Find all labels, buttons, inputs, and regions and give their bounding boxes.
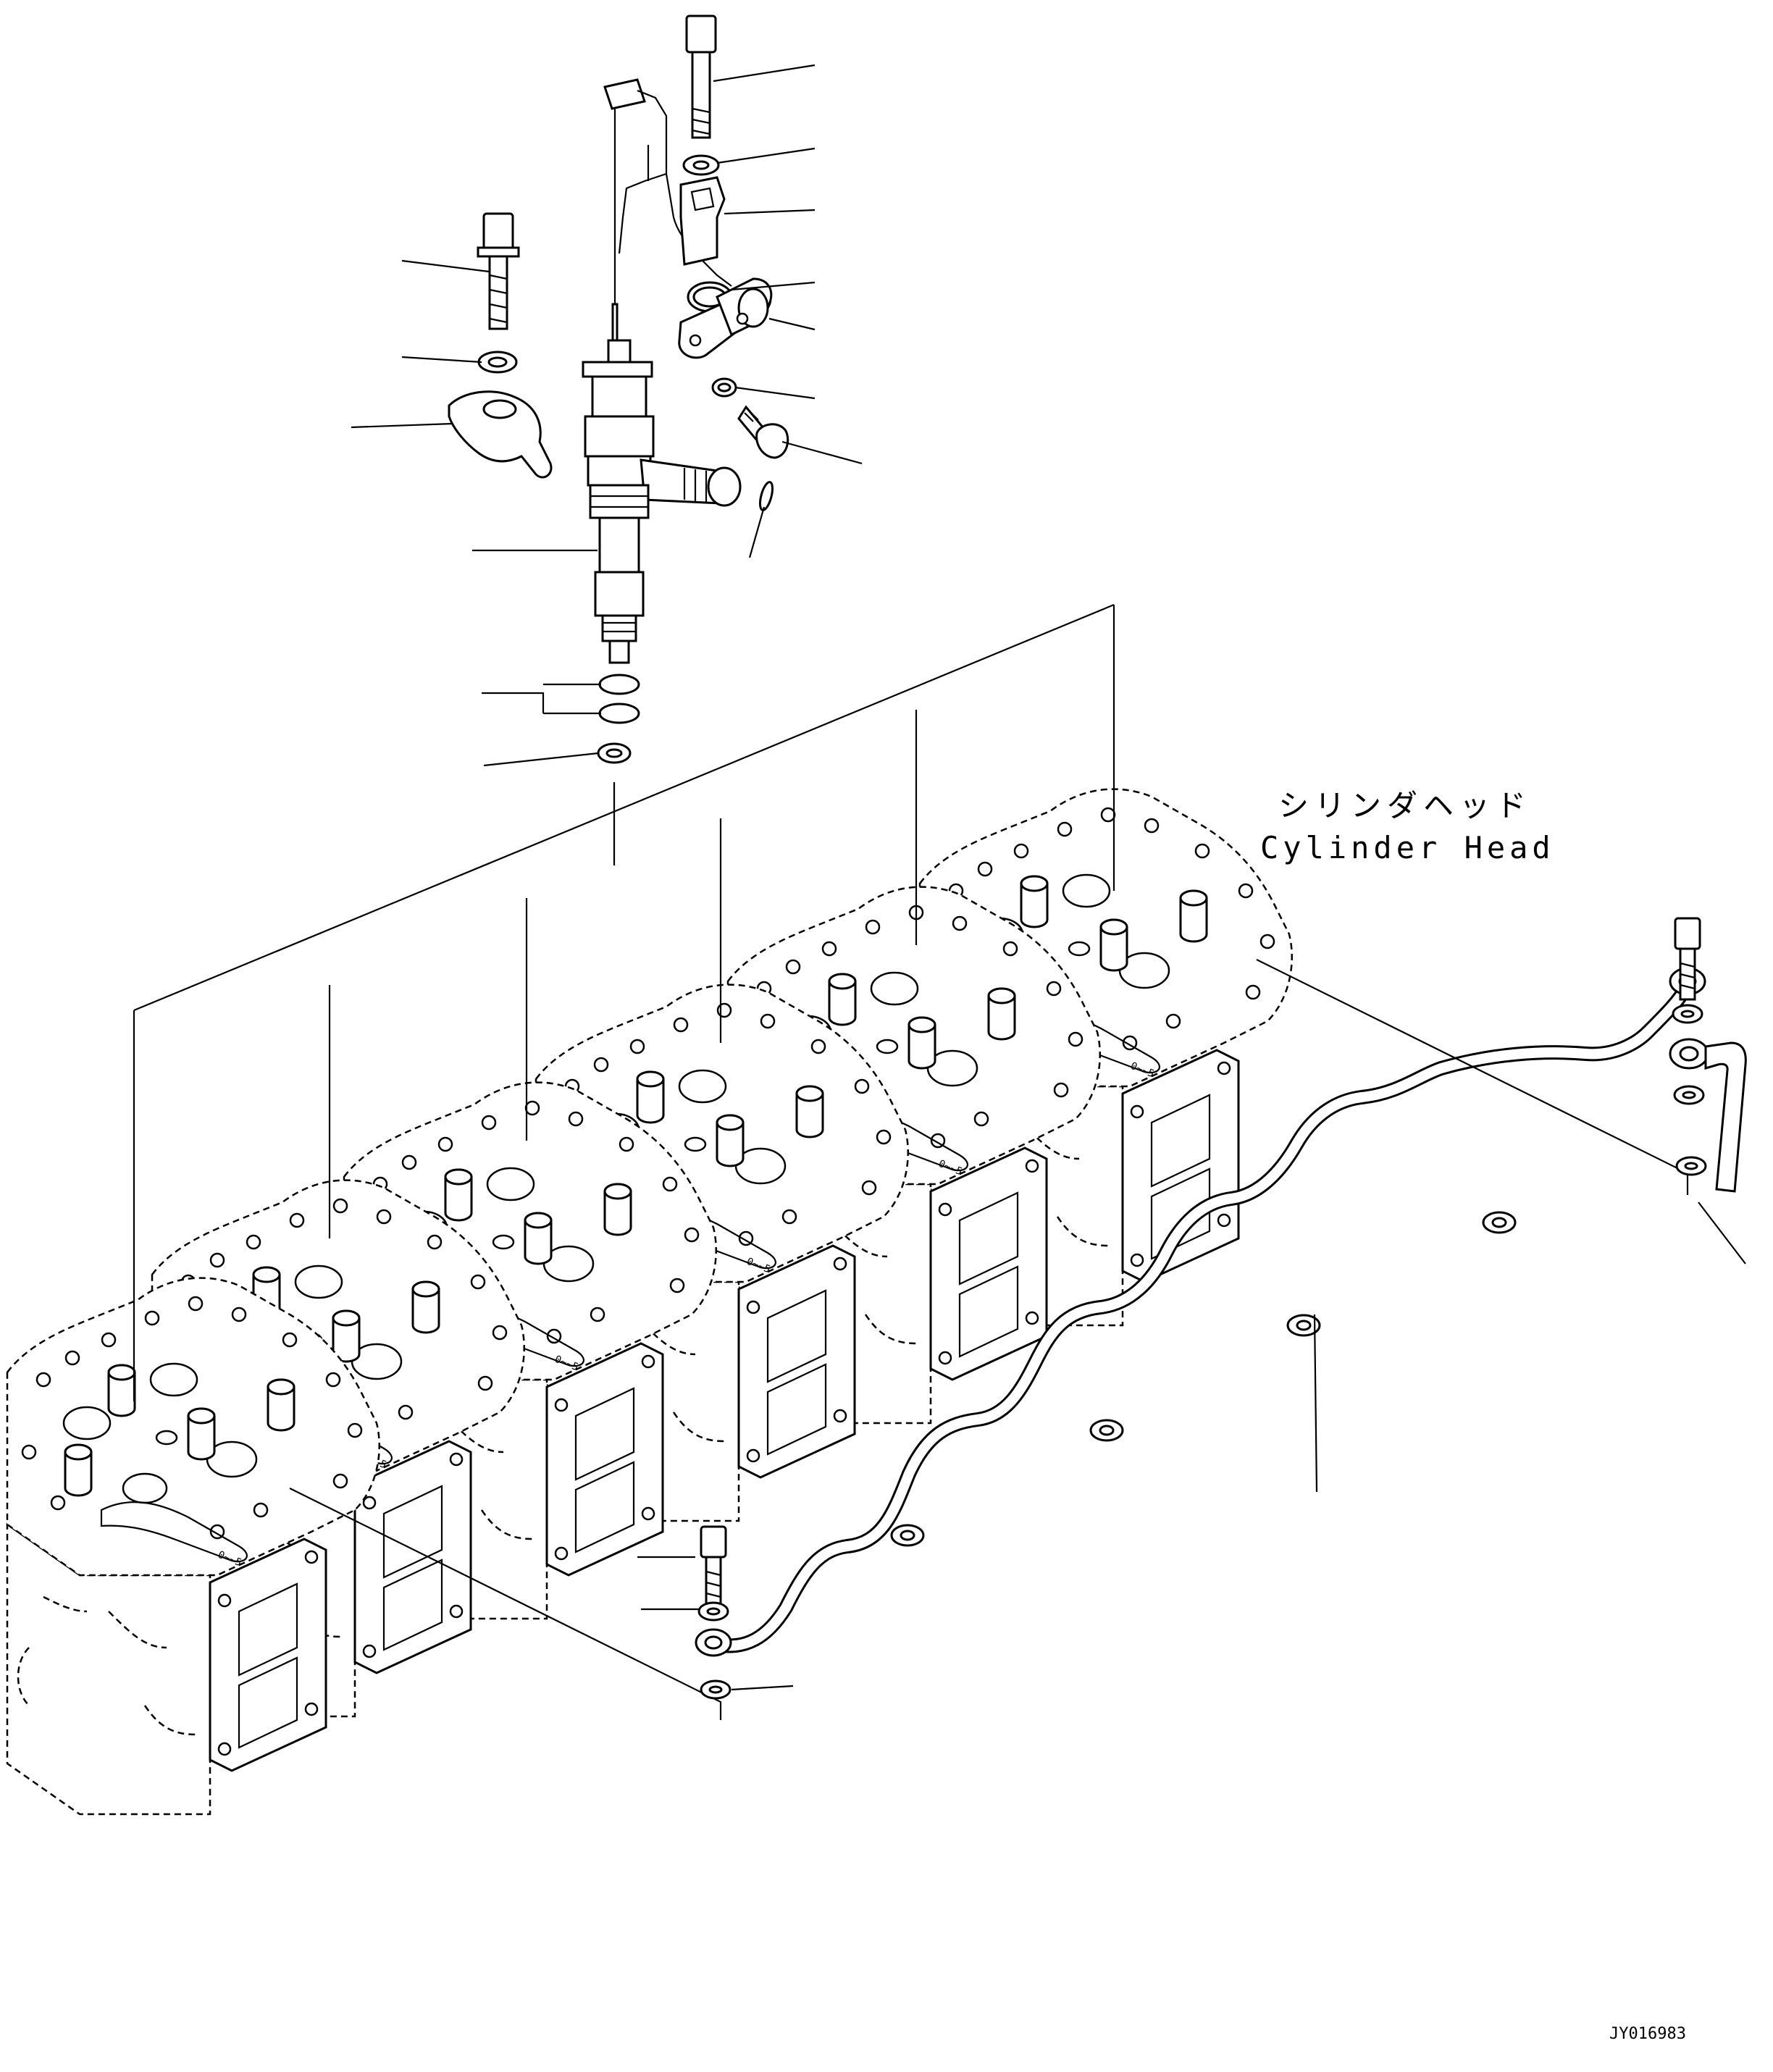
rail-joint-2: [1089, 1419, 1124, 1442]
return-hose: [1669, 1038, 1747, 1193]
clamp-bolt: [477, 212, 520, 330]
connector-washer: [682, 154, 720, 176]
nozzle-gasket: [597, 742, 632, 764]
injector-clamp: [448, 390, 553, 479]
connector-gasket: [711, 377, 737, 398]
rail-washer-right-2: [1673, 1085, 1705, 1105]
injector-assembly: [448, 14, 789, 764]
connector-bolt: [685, 14, 717, 139]
connector-mounting-bolt: [737, 405, 789, 459]
nozzle-o-rings: [598, 674, 640, 724]
drawing-id: JY016983: [1609, 2025, 1686, 2043]
fuel-return-rail: [695, 967, 1706, 1657]
rail-washer-right-3: [1675, 1156, 1707, 1176]
rail-washer-left-top: [697, 1601, 729, 1622]
rail-bolt-right: [1674, 917, 1701, 1001]
clamp-washer: [477, 351, 518, 374]
rail-joint-3: [1286, 1314, 1321, 1337]
small-o-ring: [758, 481, 774, 511]
rail-washer-right-1: [1672, 1004, 1703, 1024]
cylinder-head-label-en: Cylinder Head: [1260, 830, 1555, 865]
rail-joint-1: [890, 1524, 925, 1547]
rail-washer-left-bottom: [700, 1679, 732, 1700]
part-callout-leaders: [351, 64, 863, 767]
injector-position-leaders: [133, 603, 1115, 1401]
connector-clip: [679, 176, 726, 266]
inlet-connector: [678, 277, 773, 359]
rail-joint-4: [1482, 1211, 1517, 1234]
rail-bolt-left: [700, 1525, 727, 1609]
fuel-injector: [582, 109, 742, 664]
cylinder-head-label-jp: シリンダヘッド: [1278, 788, 1532, 823]
